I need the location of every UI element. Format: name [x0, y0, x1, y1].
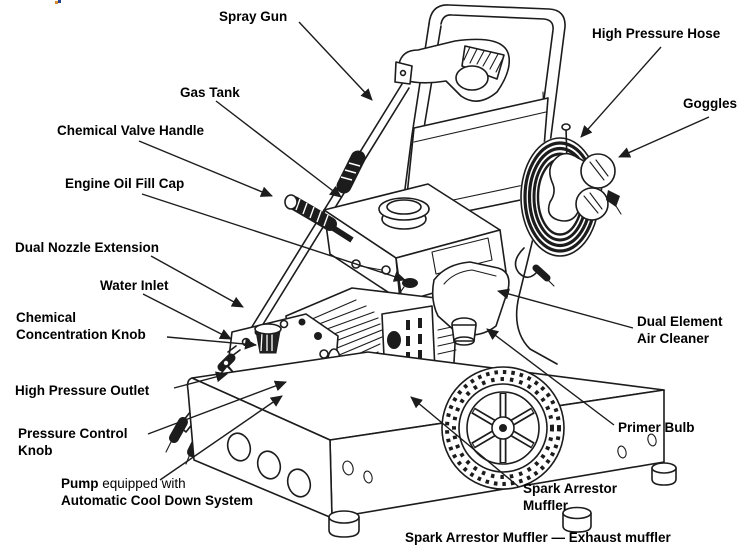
valve-handle-cap [284, 194, 298, 210]
primer-bulb-leader [486, 328, 615, 426]
knob-ribs [260, 332, 273, 352]
primer-bulb-bottom [453, 336, 475, 346]
base-small-oval [342, 460, 354, 476]
pump-bolt [279, 319, 289, 329]
hose-end-tip [547, 279, 555, 287]
tire-tread [452, 377, 554, 479]
label-water-inlet: Water Inlet [100, 278, 169, 293]
chemical-valve-handle-leader [138, 140, 273, 197]
pump-bolt [298, 318, 306, 326]
base-foot-top [328, 510, 360, 524]
lens-glint-2 [583, 192, 603, 214]
engine-oil-fill-cap-leader [141, 193, 406, 282]
pump-bolt [314, 332, 322, 340]
label-high-pressure-hose: High Pressure Hose [592, 26, 721, 41]
label-pressure-control-knob: Pressure Control Knob [18, 426, 128, 458]
dual-element-air-cleaner-leader [497, 288, 634, 329]
valve-handle-ribs [295, 198, 329, 227]
base-small-oval [363, 470, 373, 484]
base-left-face [186, 377, 333, 519]
base-vent-oval [286, 468, 312, 498]
valve-stem [328, 223, 354, 243]
tire-inner-edge [458, 383, 548, 473]
label-chemical-valve-handle: Chemical Valve Handle [57, 123, 205, 138]
label-chemical-concentration-knob: Chemical Concentration Knob [16, 310, 146, 342]
label-pump-cool-down: Pump equipped with Automatic Cool Down S… [61, 476, 254, 508]
wheel-spokes [473, 394, 533, 462]
leader-arrows [138, 21, 710, 488]
spray-gun [394, 38, 511, 102]
knob-top [254, 323, 282, 335]
gas-cap-top [386, 199, 422, 215]
frame-panel-line [413, 111, 547, 143]
label-primer-bulb: Primer Bulb [618, 420, 695, 435]
goggles-lens-2 [575, 187, 609, 221]
gas-tank-label [431, 237, 493, 275]
water-inlet-leader [142, 293, 232, 340]
dual-element-air-cleaner-part [431, 261, 510, 336]
color-fleck-artifact [55, 0, 62, 4]
base-foot-top [651, 462, 677, 474]
hose-end-fitting [532, 264, 551, 282]
outlet-port [222, 359, 230, 367]
base-vent-oval [226, 432, 252, 462]
high-pressure-outlet-leader [173, 371, 228, 389]
goggles-lens-1 [580, 153, 616, 189]
chemical-concentration-knob-leader [166, 336, 257, 350]
base-small-oval [617, 445, 627, 459]
label-dual-nozzle-extension: Dual Nozzle Extension [15, 240, 160, 255]
cylinder-fins [437, 325, 457, 355]
label-goggles: Goggles [683, 96, 738, 111]
label-spark-arrestor-muffler: Spark Arrestor Muffler [523, 481, 618, 513]
water-inlet-part [227, 345, 241, 357]
base-foot-top [562, 506, 592, 520]
spray-gun-trigger-guard [455, 65, 489, 91]
pressure-control-knob-leader [147, 380, 287, 435]
dual-nozzle-extension-leader [150, 255, 244, 308]
nozzle-tip-lines [165, 439, 191, 465]
muffler-shield-hole [387, 331, 401, 349]
wand-edge1 [249, 83, 403, 331]
chemical-valve-handle [284, 194, 354, 243]
engine-oil-fill-cap-part [402, 278, 418, 288]
pump-leader [159, 395, 283, 481]
goggles-strap [615, 205, 622, 215]
handle-inner-tube [440, 14, 554, 131]
spray-gun-barrel-fitting [394, 61, 413, 85]
handle-outer-tube [428, 4, 566, 176]
wand-collar-ribs [340, 162, 361, 181]
spray-gun-leader [298, 21, 373, 101]
goggles-leader [618, 116, 710, 158]
label-high-pressure-outlet: High Pressure Outlet [15, 383, 150, 398]
spray-gun-grip-hatch [463, 46, 504, 73]
base-vent-oval [256, 450, 282, 480]
label-spray-gun: Spray Gun [219, 9, 288, 24]
nozzle-tip-1 [169, 417, 188, 443]
base-small-oval [647, 433, 657, 447]
label-engine-oil-fill-cap: Engine Oil Fill Cap [65, 176, 185, 191]
label-dual-element-air-cleaner: Dual Element Air Cleaner [637, 314, 723, 346]
label-gas-tank: Gas Tank [180, 85, 240, 100]
goggles-strap-clip [606, 190, 620, 207]
lens-glint-1 [589, 159, 609, 181]
cart-base [186, 351, 677, 538]
bottom-caption-partial: Spark Arrestor Muffler — Exhaust muffler [405, 530, 671, 545]
spray-gun-pin [399, 69, 407, 77]
wheel [441, 366, 565, 490]
air-cleaner-seam [443, 269, 497, 285]
hose-end-loop [514, 247, 538, 279]
air-cleaner-assembly [431, 261, 510, 346]
coil-hanger-top [561, 123, 571, 131]
spark-arrestor-muffler-leader [410, 396, 520, 488]
gas-cap-rim [378, 197, 430, 221]
oil-cap-stem [398, 286, 405, 295]
goggles [547, 152, 622, 222]
gas-tank-leader [215, 100, 342, 198]
axle-bolt [499, 424, 507, 432]
high-pressure-hose-leader [580, 46, 662, 138]
tire-tread [445, 370, 561, 486]
